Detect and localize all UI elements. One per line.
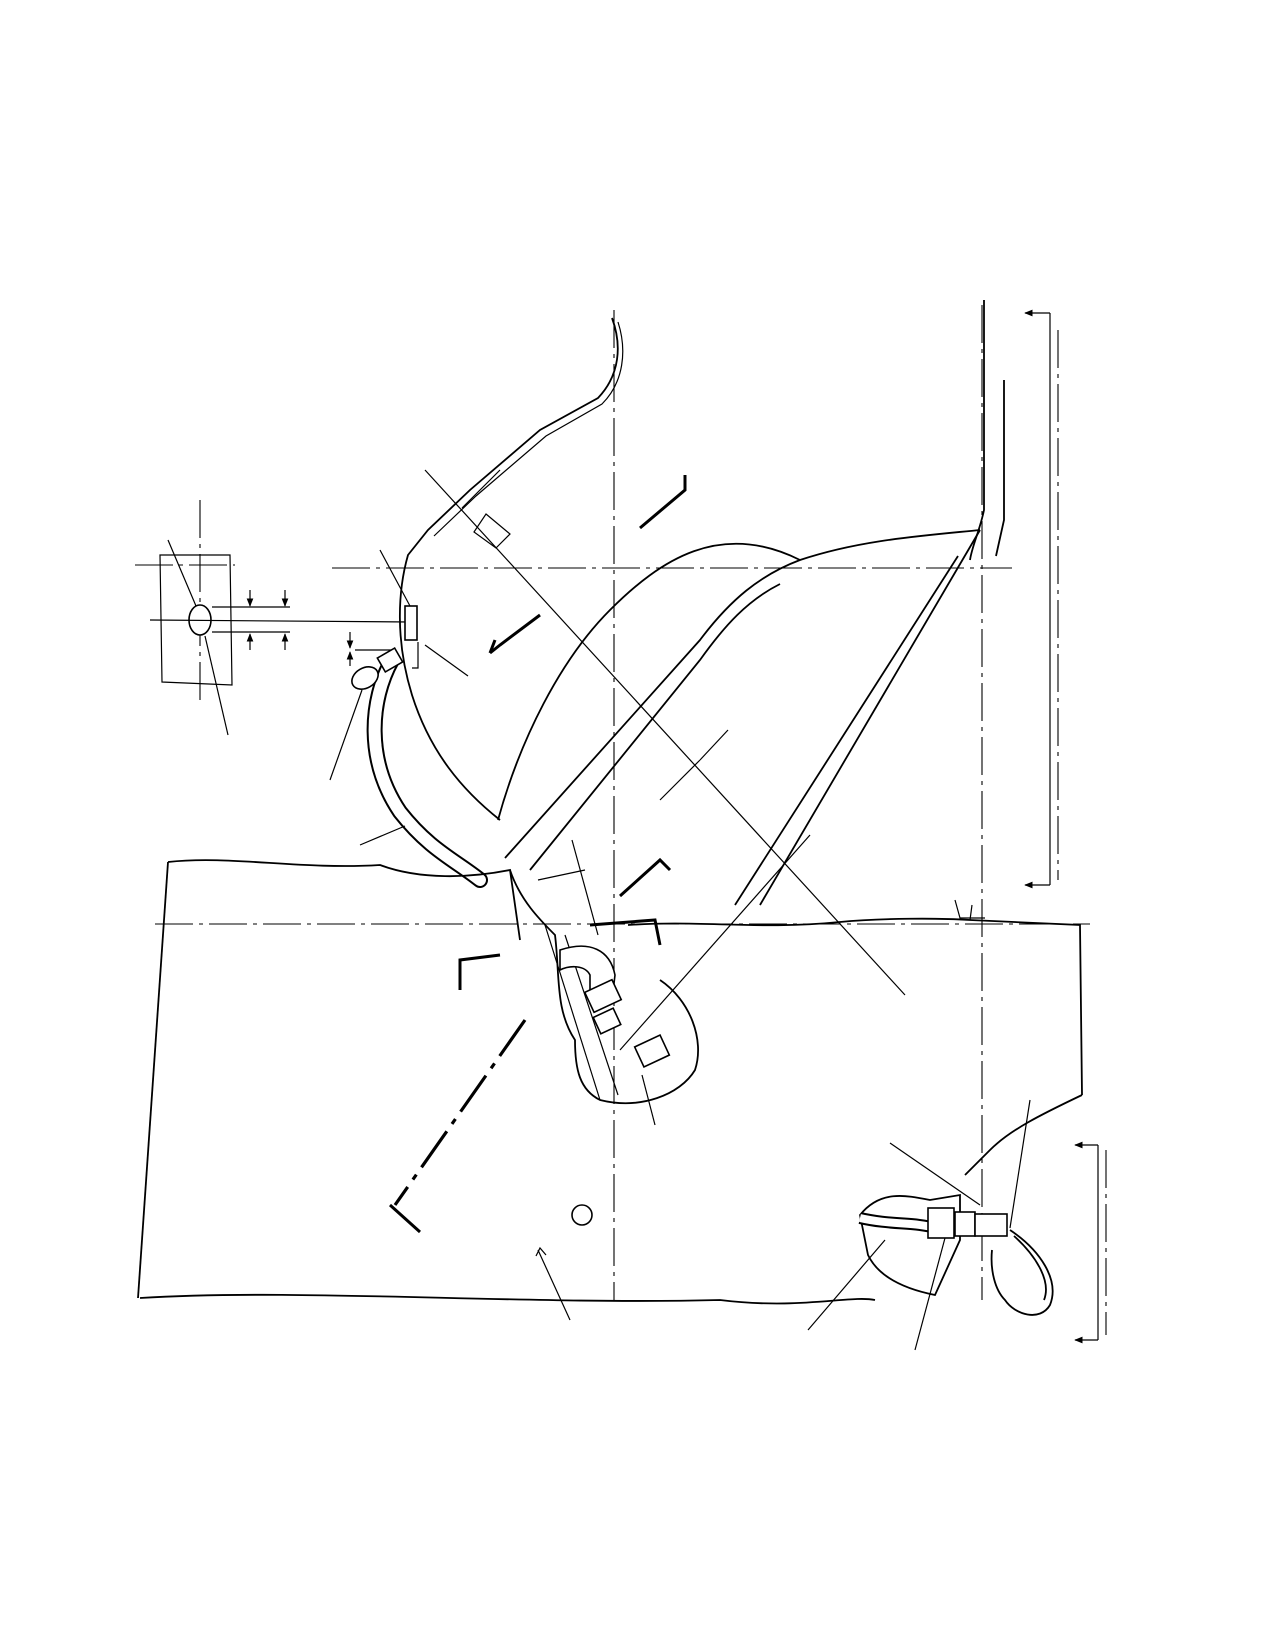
flexible-hose	[329, 646, 488, 888]
small-arrowhead	[535, 1246, 547, 1257]
circle-feature	[571, 1204, 593, 1226]
leader-lines-upper	[659, 729, 729, 801]
cutaway-fitting	[509, 834, 811, 1126]
center-lines	[135, 305, 1090, 1300]
dimension-brackets	[1024, 309, 1107, 1344]
bottom-right-fitting	[807, 1099, 1054, 1351]
upper-frame-outline	[399, 300, 1005, 906]
section-arrows	[388, 475, 687, 1234]
leader-line	[537, 1249, 571, 1321]
pipe-clip-detail	[346, 549, 469, 677]
slot-detail-view	[149, 539, 411, 736]
clip	[404, 605, 418, 641]
lower-body	[137, 859, 1083, 1305]
